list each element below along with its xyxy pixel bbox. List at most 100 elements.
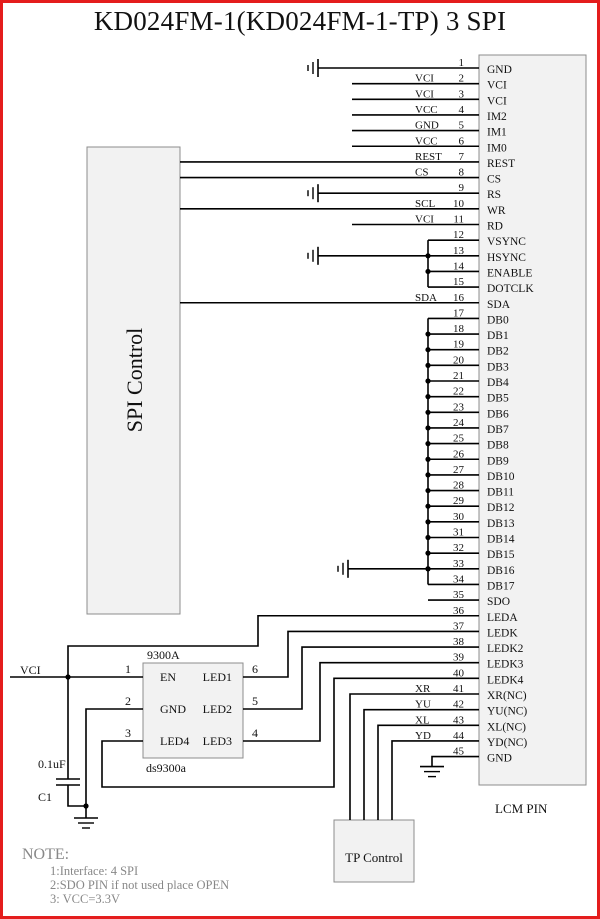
capacitor-ref: C1	[38, 790, 52, 804]
note-line: 2:SDO PIN if not used place OPEN	[50, 878, 230, 892]
pin-name: DB15	[487, 549, 515, 561]
spi-control-block	[86, 146, 181, 615]
pin-number: 4	[459, 104, 465, 116]
pin-name: YD(NC)	[487, 737, 527, 749]
pin-name: LEDK4	[487, 674, 524, 686]
driver-pin-name: LED3	[203, 734, 232, 748]
pin-number: 6	[459, 135, 465, 147]
net-label: YD	[415, 730, 431, 742]
pin-name: VCI	[487, 80, 507, 92]
pin-name: XL(NC)	[487, 721, 526, 733]
driver-pin-name: LED2	[203, 702, 232, 716]
pin-name: DB5	[487, 393, 509, 405]
pin-name: GND	[487, 753, 512, 765]
pin-number: 14	[453, 260, 465, 272]
pin-name: RD	[487, 221, 503, 233]
pin-name: IM0	[487, 142, 507, 154]
pin-name: HSYNC	[487, 252, 526, 264]
driver-pin-number: 6	[252, 662, 258, 676]
junction-dot	[425, 268, 431, 275]
junction-dot	[425, 409, 431, 415]
junction-dot	[425, 503, 431, 509]
pin-name: DB13	[487, 518, 515, 530]
pin-name: DB12	[487, 502, 515, 514]
notes: NOTE: 1:Interface: 4 SPI 2:SDO PIN if no…	[22, 846, 229, 906]
pin-name: DB9	[487, 455, 509, 467]
pin-name: DB17	[487, 580, 515, 592]
pin-name: CS	[487, 174, 501, 186]
net-label: SDA	[415, 292, 437, 304]
pin-name: DB10	[487, 471, 515, 483]
pin-name: SDA	[487, 299, 511, 311]
net-label: CS	[415, 167, 428, 179]
pin-number: 28	[453, 480, 465, 492]
pin-number: 43	[453, 714, 465, 726]
pin-name: YU(NC)	[487, 706, 527, 718]
junction-dot	[425, 394, 431, 400]
diagram-title: KD024FM-1(KD024FM-1-TP) 3 SPI	[93, 6, 507, 36]
driver-pin-number: 3	[125, 726, 131, 740]
tp-control-block	[333, 819, 415, 883]
net-label: YU	[415, 699, 431, 711]
driver-ref-label: ds9300a	[146, 761, 187, 775]
pin-number: 20	[453, 354, 465, 366]
junction-dot	[425, 472, 431, 478]
pin-name: DB3	[487, 361, 509, 373]
wire	[67, 614, 479, 677]
pin-name: RS	[487, 189, 501, 201]
pin-name: DB2	[487, 346, 509, 358]
pin-name: IM2	[487, 111, 507, 123]
pin-number: 15	[453, 276, 465, 288]
driver-pin-number: 2	[125, 694, 131, 708]
pin-name: DB7	[487, 424, 509, 436]
driver-pin-name: LED4	[160, 734, 189, 748]
note-line: 3: VCC=3.3V	[50, 892, 121, 906]
lcm-pin-label: LCM PIN	[495, 801, 548, 816]
junction-dot	[425, 362, 431, 368]
wire	[431, 755, 479, 767]
net-label: VCI	[415, 73, 434, 85]
pin-number: 8	[459, 167, 465, 179]
junction-dot	[425, 347, 431, 353]
junction-dot	[83, 803, 89, 809]
tp-control-label: TP Control	[345, 850, 403, 865]
pin-name: LEDK2	[487, 643, 524, 655]
junction-dot	[425, 378, 431, 384]
pin-number: 19	[453, 339, 465, 351]
pin-name: DB8	[487, 440, 509, 452]
pin-number: 1	[459, 57, 465, 69]
pin-name: LEDK	[487, 627, 518, 639]
pin-number: 33	[453, 558, 465, 570]
pin-number: 42	[453, 699, 464, 711]
pin-number: 11	[453, 214, 464, 226]
pin-name: DB6	[487, 408, 509, 420]
pin-name: DB14	[487, 534, 515, 546]
wire	[391, 740, 479, 820]
pin-number: 27	[453, 464, 465, 476]
net-label: VCI	[415, 88, 434, 100]
pin-number: 22	[453, 386, 464, 398]
junction-dot	[425, 519, 431, 525]
pin-name: XR(NC)	[487, 690, 527, 702]
net-label: VCC	[415, 104, 438, 116]
pin-number: 3	[459, 88, 465, 100]
driver-vci-label: VCI	[20, 663, 41, 677]
wire	[377, 724, 479, 820]
wire	[67, 785, 86, 807]
driver-pin-name: GND	[160, 702, 186, 716]
junction-dot	[425, 534, 431, 541]
note-line: 1:Interface: 4 SPI	[50, 864, 139, 878]
pin-name: DB0	[487, 314, 509, 326]
pin-number: 26	[453, 448, 465, 460]
pin-name: LEDA	[487, 612, 518, 624]
pin-number: 25	[453, 433, 465, 445]
notes-title: NOTE:	[22, 846, 70, 863]
net-label: XL	[415, 714, 430, 726]
junction-dot	[425, 487, 431, 494]
wire	[243, 646, 479, 710]
wire	[363, 708, 479, 820]
pin-number: 34	[453, 573, 465, 585]
pin-number: 24	[453, 417, 465, 429]
